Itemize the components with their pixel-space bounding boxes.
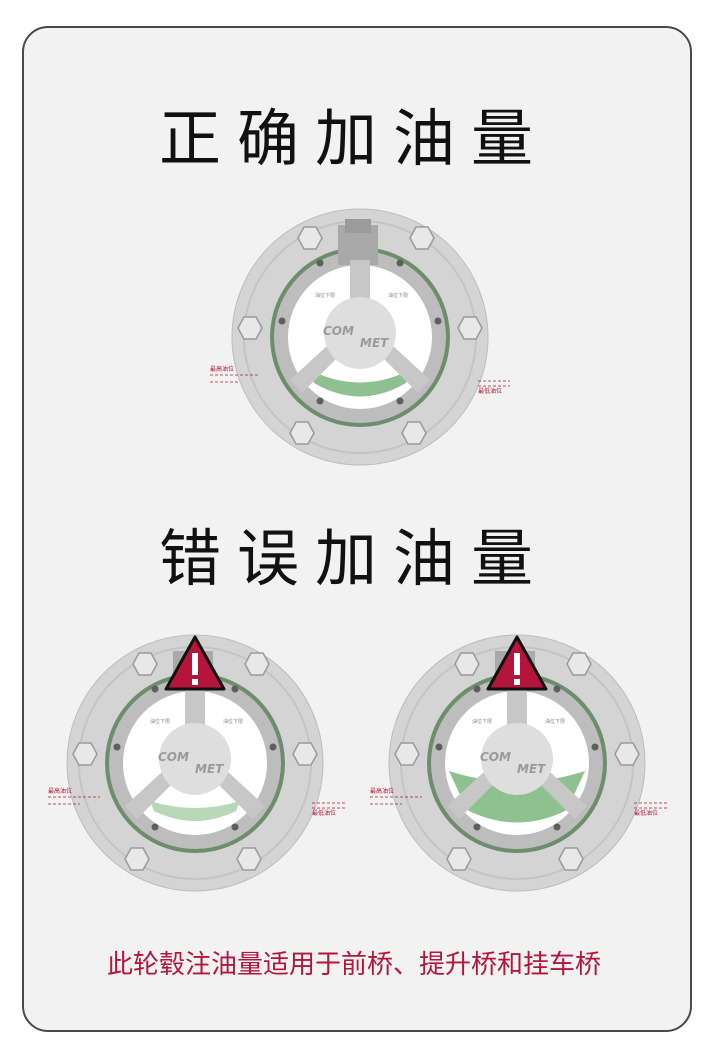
- bolt-heads: [394, 652, 640, 871]
- screw-dots: [113, 685, 277, 831]
- ring-label-right: 油位下限: [388, 292, 408, 299]
- screw-dots: [435, 685, 599, 831]
- max-oil-label: 最高油位: [370, 787, 394, 795]
- footer-note: 此轮毂注油量适用于前桥、提升桥和挂车桥: [106, 950, 601, 980]
- oil-level-fill: [150, 801, 240, 821]
- ring-label-left: 油位下限: [472, 718, 492, 725]
- hub-diagram-too-high: COM MET 油位下限 油位下限 最高油位 最低油位: [370, 634, 667, 892]
- min-oil-label: 最低油位: [312, 809, 336, 817]
- min-oil-label: 最低油位: [634, 809, 658, 817]
- max-oil-label: 最高油位: [210, 365, 234, 373]
- logo-text-left: COM: [323, 324, 354, 338]
- logo-text-right: MET: [517, 762, 546, 776]
- warning-triangle-icon: [164, 635, 226, 691]
- hub-diagram-too-low: COM MET 油位下限 油位下限 最高油位 最低油位: [48, 634, 345, 892]
- oil-level-fill: [310, 370, 410, 397]
- hub-center-cap: [481, 723, 553, 795]
- bolt-heads: [237, 226, 483, 445]
- screw-dots: [278, 259, 442, 405]
- logo-text-left: COM: [480, 750, 511, 764]
- hub-center-cap: [159, 723, 231, 795]
- spokes: [125, 685, 265, 819]
- ring-label-right: 油位下限: [223, 718, 243, 725]
- heading-correct: 正确加油量: [158, 102, 549, 175]
- warning-triangle-icon: [486, 635, 548, 691]
- heading-wrong: 错误加油量: [158, 522, 549, 595]
- ring-label-right: 油位下限: [545, 718, 565, 725]
- hub-diagram-correct: COM MET 油位下限 油位下限 最高油位 最低油位: [210, 208, 510, 466]
- max-oil-label: 最高油位: [48, 787, 72, 795]
- logo-text-right: MET: [195, 762, 224, 776]
- logo-text-left: COM: [158, 750, 189, 764]
- bolt-heads: [72, 652, 318, 871]
- min-oil-label: 最低油位: [478, 387, 502, 395]
- hub-center-cap: [324, 297, 396, 369]
- spokes: [447, 685, 587, 819]
- logo-text-right: MET: [360, 336, 389, 350]
- ring-label-left: 油位下限: [315, 292, 335, 299]
- ring-label-left: 油位下限: [150, 718, 170, 725]
